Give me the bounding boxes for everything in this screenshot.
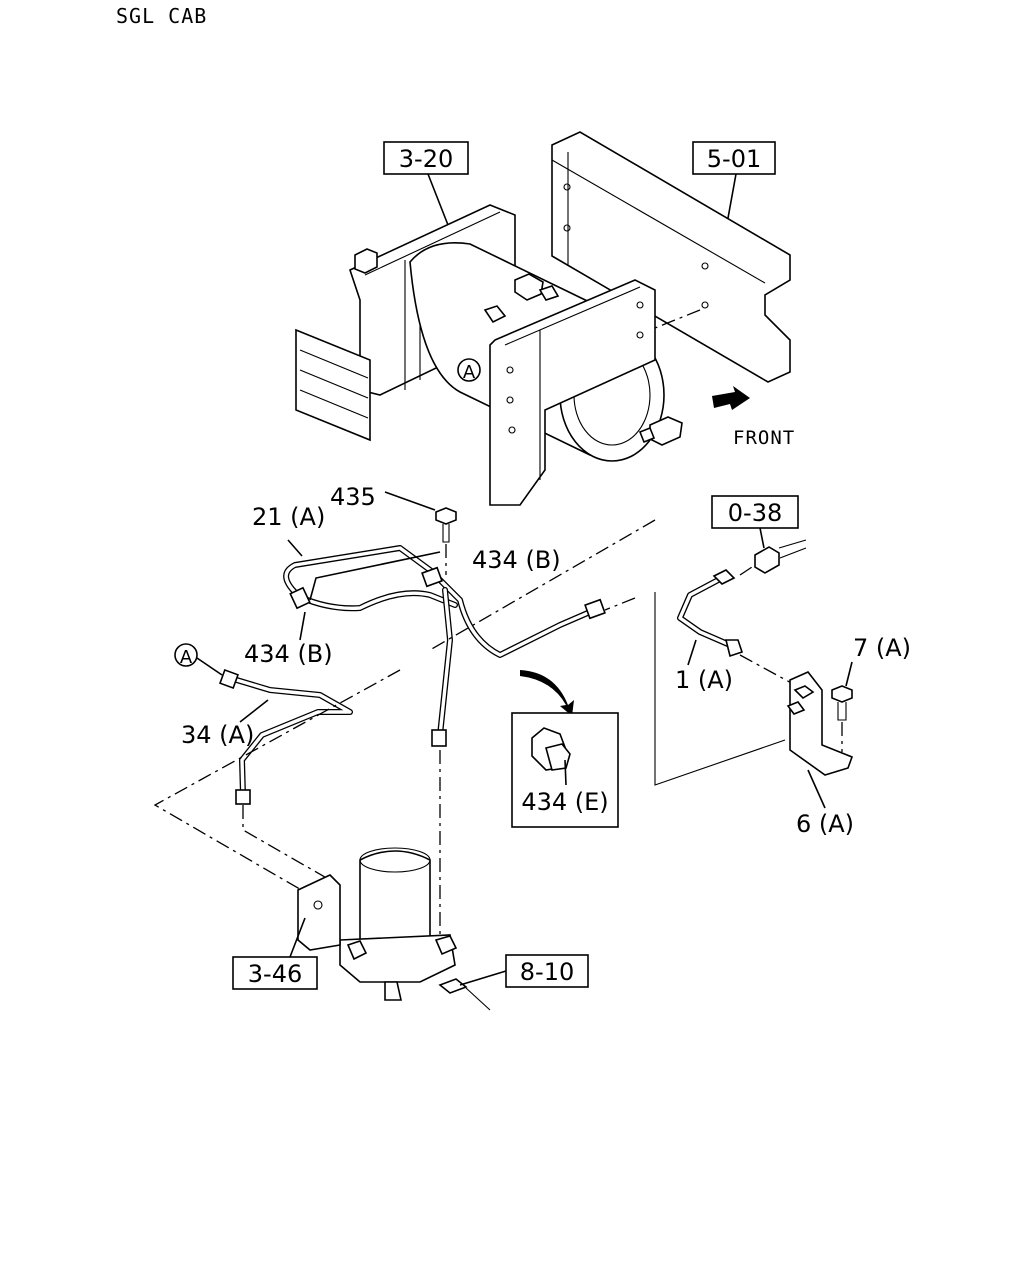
centerline-pipe-to-hose: [604, 597, 636, 611]
centerline-hose-to-bracket: [739, 654, 796, 686]
air-dryer: [297, 847, 458, 1001]
label-34a: 34 (A): [181, 721, 254, 749]
bolt-7a: [831, 685, 853, 721]
leader-3-20: [427, 173, 449, 226]
bracket-6a: [786, 671, 854, 776]
label-434b-lower: 434 (B): [244, 640, 333, 668]
svg-text:A: A: [463, 362, 476, 383]
centerline-tank-to-pipe: [429, 519, 656, 651]
elbow-0-38: [754, 539, 807, 574]
ref-box-5-01[interactable]: 5-01: [692, 141, 776, 175]
frame-rail: [551, 131, 791, 383]
leader-34a: [239, 699, 269, 723]
label-7a: 7 (A): [853, 634, 911, 662]
left-frame-member: [295, 328, 371, 442]
connector-8-10: [438, 978, 491, 1011]
bracket-front-plate: [489, 279, 656, 506]
ref-box-3-46[interactable]: 3-46: [232, 956, 318, 990]
tank-valves: [354, 248, 560, 324]
centerline-34a: [153, 669, 401, 896]
leader-1a: [687, 639, 697, 666]
detail-arrow-icon: [520, 670, 574, 716]
pipe-fittings-upper: [289, 566, 606, 747]
leader-6a: [807, 769, 826, 809]
connection-mark-a-left: A: [174, 643, 198, 668]
leader-21a: [287, 539, 303, 557]
pipe-34a: [219, 669, 353, 805]
pipe-21a: [283, 545, 593, 738]
label-21a: 21 (A): [252, 503, 325, 531]
leader-434b-upper: [309, 551, 441, 601]
svg-text:5-01: 5-01: [707, 145, 761, 173]
svg-text:3-20: 3-20: [399, 145, 453, 173]
label-1a: 1 (A): [675, 666, 733, 694]
leader-0-38: [759, 527, 765, 549]
svg-text:3-46: 3-46: [248, 960, 302, 988]
svg-text:0-38: 0-38: [728, 499, 782, 527]
label-434b-upper: 434 (B): [472, 546, 561, 574]
centerline-dryer-in: [242, 805, 331, 881]
leader-435: [384, 491, 436, 511]
leader-5-01: [727, 173, 737, 219]
ref-box-3-20[interactable]: 3-20: [383, 141, 469, 175]
leader-3-46: [289, 917, 306, 958]
centerline-elbow: [739, 564, 756, 576]
label-6a: 6 (A): [796, 810, 854, 838]
centerline-bracket: [654, 592, 786, 786]
leader-8-10: [459, 970, 507, 986]
bolt-435: [435, 507, 457, 543]
front-arrow-icon: [712, 386, 750, 410]
connection-mark-a-top: A: [457, 358, 481, 383]
label-434e: 434 (E): [521, 788, 608, 816]
leader-434b-lower: [299, 611, 306, 641]
frame-bolt-centerline: [649, 309, 701, 331]
ref-box-0-38[interactable]: 0-38: [711, 495, 799, 529]
leader-7a: [845, 661, 853, 687]
leader-434e: [564, 759, 567, 786]
svg-text:A: A: [180, 647, 193, 668]
front-label: FRONT: [733, 427, 795, 449]
svg-text:8-10: 8-10: [520, 958, 574, 986]
leader-a-left: [196, 657, 223, 676]
ref-box-8-10[interactable]: 8-10: [505, 954, 589, 988]
hose-1a: [677, 569, 744, 658]
detail-box-434e: 434 (E): [511, 712, 619, 828]
cab-type-label: SGL CAB: [116, 4, 207, 28]
label-435: 435: [330, 483, 376, 511]
